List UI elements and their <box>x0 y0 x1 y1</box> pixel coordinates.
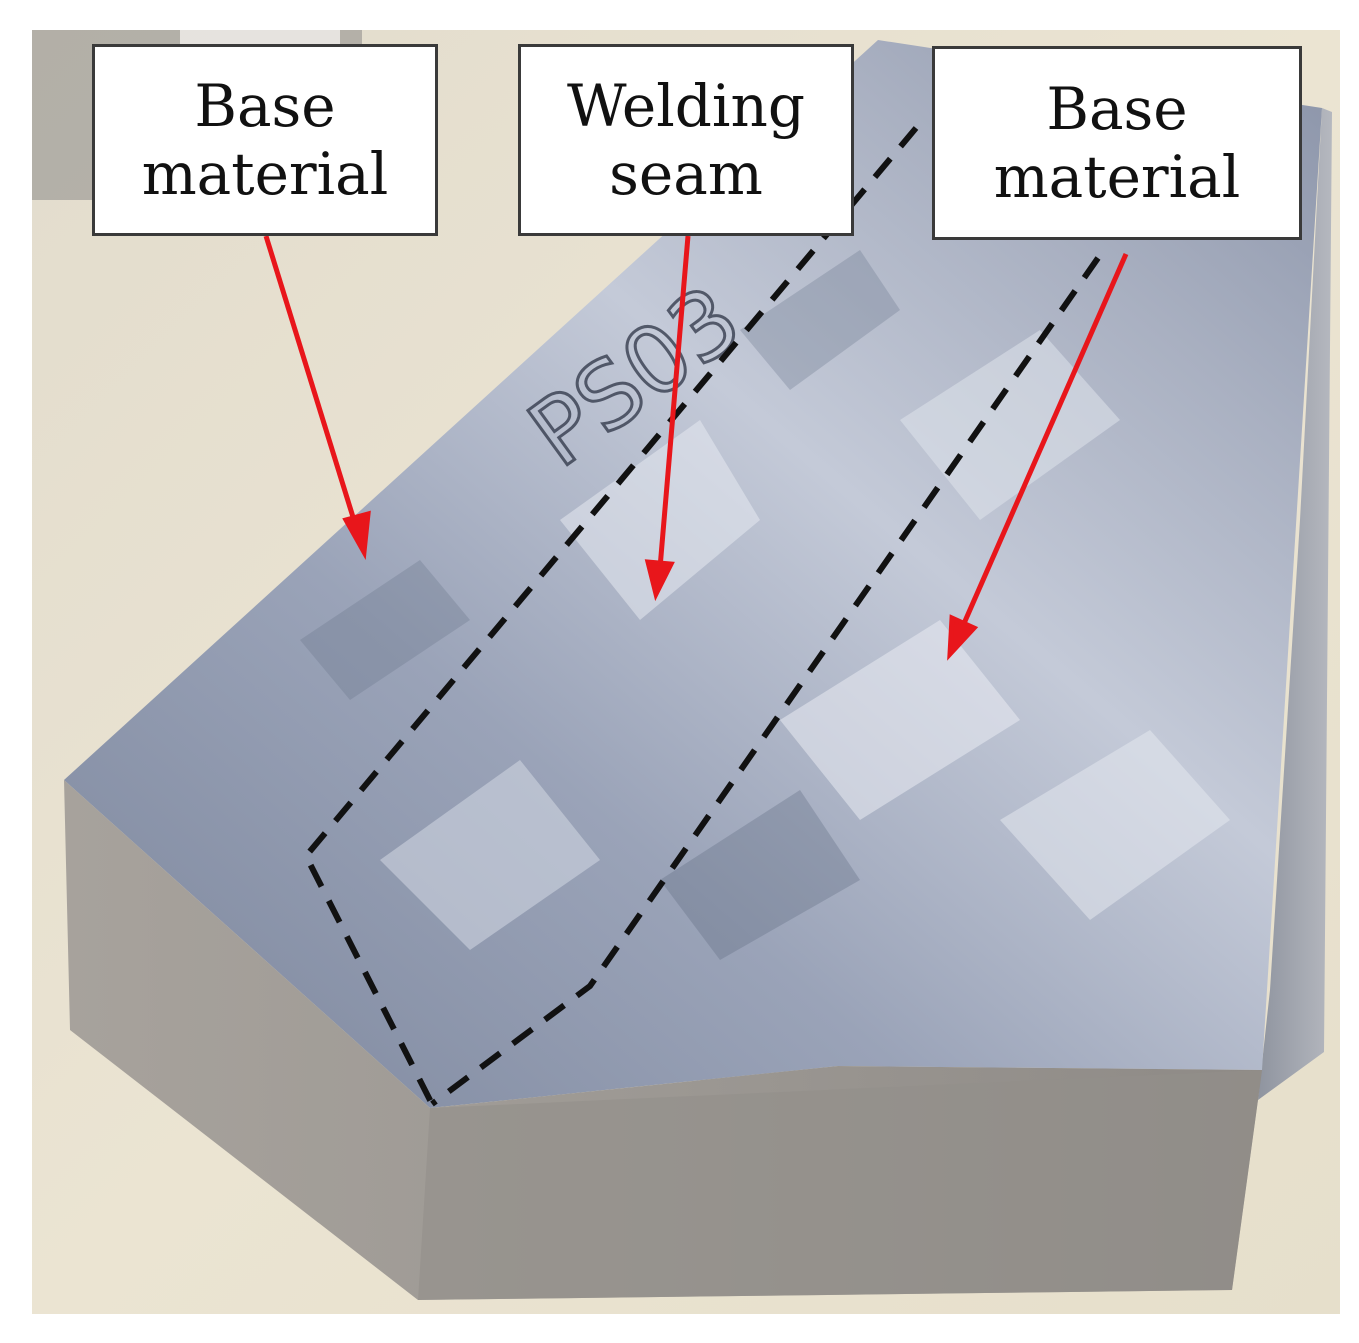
label-welding-seam: Welding seam <box>518 44 854 236</box>
label-line: Welding <box>567 71 805 140</box>
block-side-face <box>1258 108 1332 1100</box>
label-line: seam <box>609 140 763 208</box>
label-line: Base <box>1046 74 1188 143</box>
label-line: material <box>141 140 389 208</box>
arrow-right <box>959 252 1129 630</box>
reflections <box>300 250 1230 960</box>
label-line: Base <box>194 71 336 140</box>
label-line: material <box>993 143 1241 211</box>
arrow-right-head <box>947 614 979 661</box>
label-base-material-left: Base material <box>92 44 438 236</box>
arrow-middle <box>657 235 691 569</box>
label-base-material-right: Base material <box>932 46 1302 240</box>
weld-seam-outline <box>302 126 1101 1107</box>
arrow-middle-head <box>644 559 675 602</box>
arrow-left-head <box>342 510 371 561</box>
block-front-lower <box>418 1070 1262 1300</box>
callout-arrows <box>263 235 1129 661</box>
arrow-left <box>263 235 360 531</box>
